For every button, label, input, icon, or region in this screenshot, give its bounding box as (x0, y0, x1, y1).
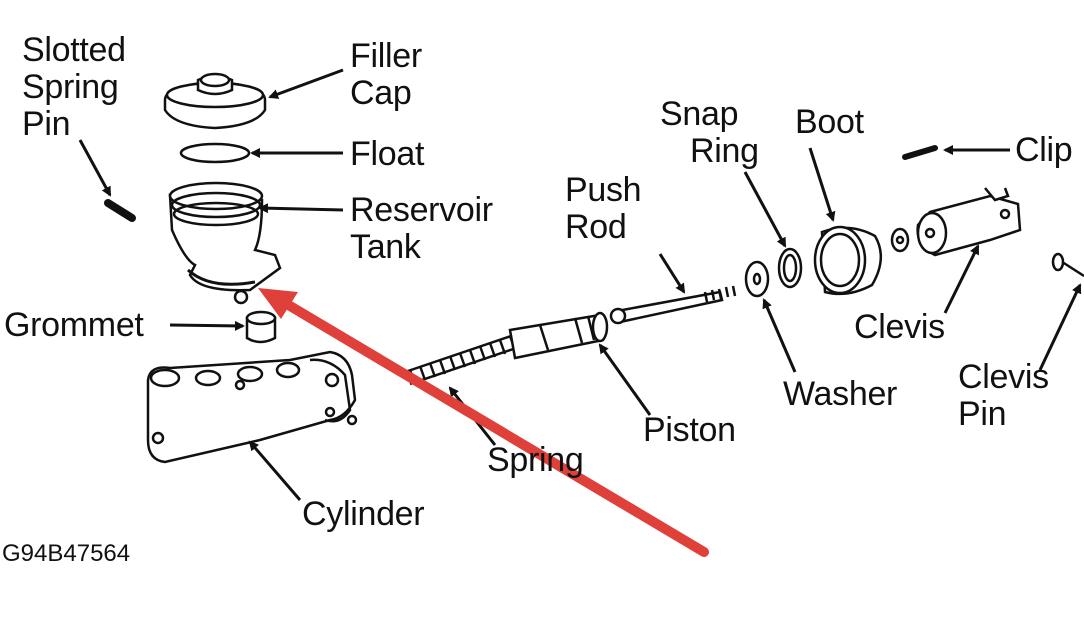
label-slotted-spring-pin: Slotted Spring Pin (22, 31, 126, 143)
label-clip: Clip (1015, 131, 1073, 169)
label-boot: Boot (795, 103, 864, 141)
spring-part (404, 331, 526, 386)
label-filler-cap: Filler Cap (350, 37, 422, 112)
label-float: Float (350, 135, 425, 173)
label-grommet: Grommet (4, 306, 144, 344)
clevis-pin-part (1051, 252, 1084, 278)
label-push-rod: Push Rod (565, 171, 642, 246)
clip-part (902, 145, 938, 160)
label-cylinder: Cylinder (302, 495, 425, 533)
label-piston: Piston (643, 411, 736, 449)
label-clevis: Clevis (854, 308, 945, 346)
grommet-part (245, 310, 277, 344)
label-washer: Washer (783, 375, 898, 413)
cylinder-part (146, 350, 358, 464)
washer-part (744, 260, 770, 298)
leader-lines (78, 68, 1082, 501)
red-callout-arrow (258, 288, 709, 557)
push-rod-part (609, 285, 737, 325)
label-spring: Spring (487, 441, 584, 479)
filler-cap-part (163, 72, 267, 130)
label-clevis-pin: Clevis Pin (958, 358, 1049, 433)
float-part (179, 142, 251, 164)
clevis-part (890, 187, 1022, 257)
snap-ring-part (777, 247, 803, 289)
piston-part (508, 311, 609, 360)
figure-code: G94B47564 (2, 540, 131, 567)
label-reservoir-tank: Reservoir Tank (350, 191, 493, 266)
label-snap-ring: Snap Ring (660, 95, 759, 170)
boot-part (813, 225, 882, 296)
slotted-spring-pin-part (104, 199, 136, 222)
reservoir-tank-part (168, 181, 282, 305)
